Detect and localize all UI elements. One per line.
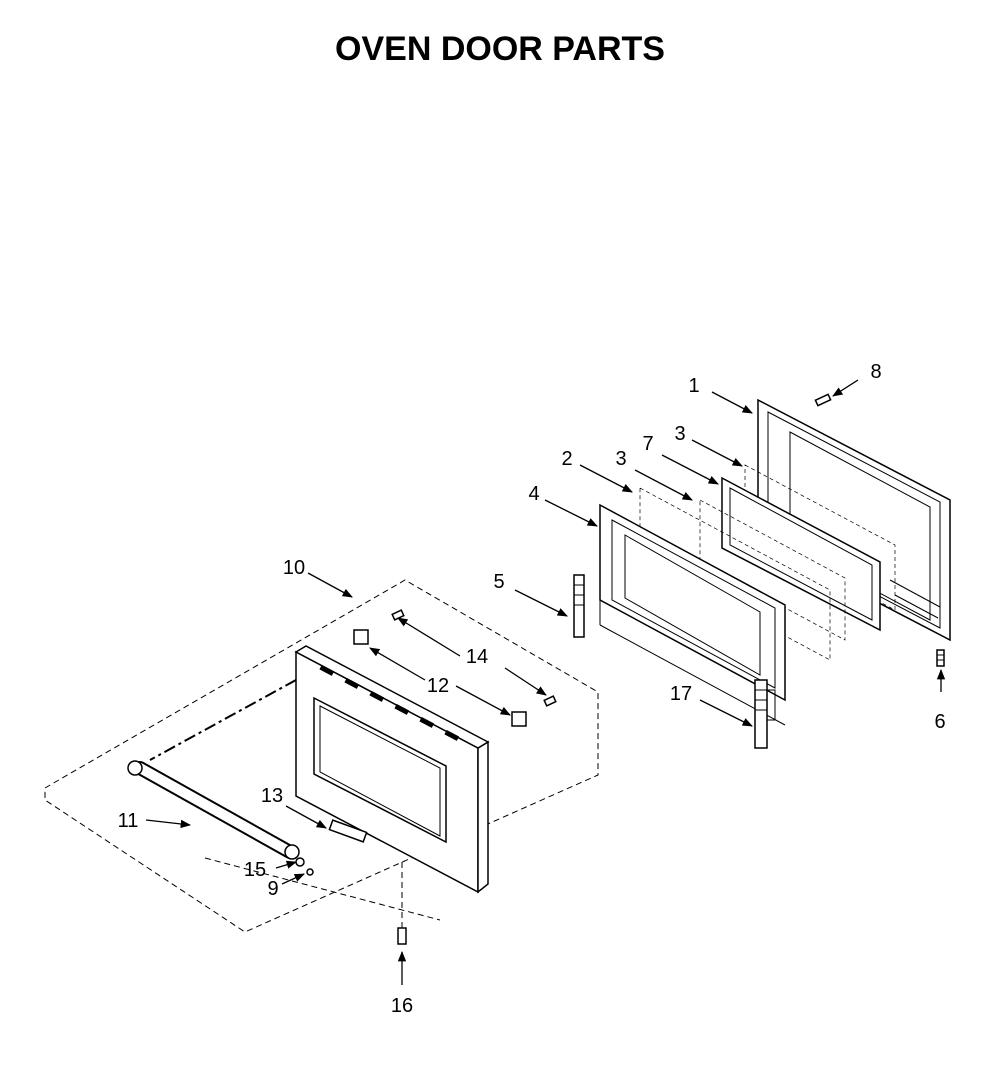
callout-7: 7 — [642, 433, 653, 455]
callout-12: 12 — [427, 675, 449, 697]
part-14-screw — [391, 609, 557, 707]
callout-8: 8 — [870, 361, 881, 383]
callout-3a: 3 — [674, 423, 685, 445]
callout-16: 16 — [391, 995, 413, 1017]
part-3-glass-panel-front — [699, 499, 846, 641]
part-9-fastener — [306, 868, 314, 876]
callout-15: 15 — [244, 859, 266, 881]
part-2-glass-panel — [639, 487, 831, 661]
part-4-door-liner — [599, 503, 786, 726]
callout-5: 5 — [493, 571, 504, 593]
callout-13: 13 — [261, 785, 283, 807]
part-17-door-hinge — [754, 679, 776, 749]
outer-door-assembly-outline — [44, 579, 599, 933]
handle-mount-centerline — [149, 679, 297, 761]
callout-leaders — [145, 379, 946, 985]
part-15-fastener — [295, 857, 305, 867]
part-3-glass-panel-rear — [744, 464, 896, 611]
callout-1: 1 — [688, 375, 699, 397]
callout-9: 9 — [267, 878, 278, 900]
callout-11: 11 — [118, 810, 139, 832]
callout-4: 4 — [528, 483, 539, 505]
callout-6: 6 — [934, 711, 945, 733]
part-11-door-handle — [127, 760, 300, 860]
callout-2: 2 — [561, 448, 572, 470]
page-title: OVEN DOOR PARTS — [335, 30, 665, 68]
callout-3b: 3 — [615, 448, 626, 470]
assembly-outline-inner — [204, 857, 441, 921]
callout-17: 17 — [670, 683, 692, 705]
part-5-door-hinge — [573, 574, 585, 638]
vent-slots — [319, 664, 460, 741]
part-8-screw — [814, 393, 832, 407]
part-1-inner-door-frame — [757, 398, 951, 642]
part-16-screw — [397, 862, 407, 945]
part-12-mounting-bracket — [353, 629, 527, 727]
part-10-outer-door-panel — [294, 645, 490, 894]
callout-14: 14 — [466, 646, 488, 668]
callout-10: 10 — [283, 557, 305, 579]
part-6-screw — [936, 649, 945, 667]
part-13-nameplate — [328, 819, 368, 843]
